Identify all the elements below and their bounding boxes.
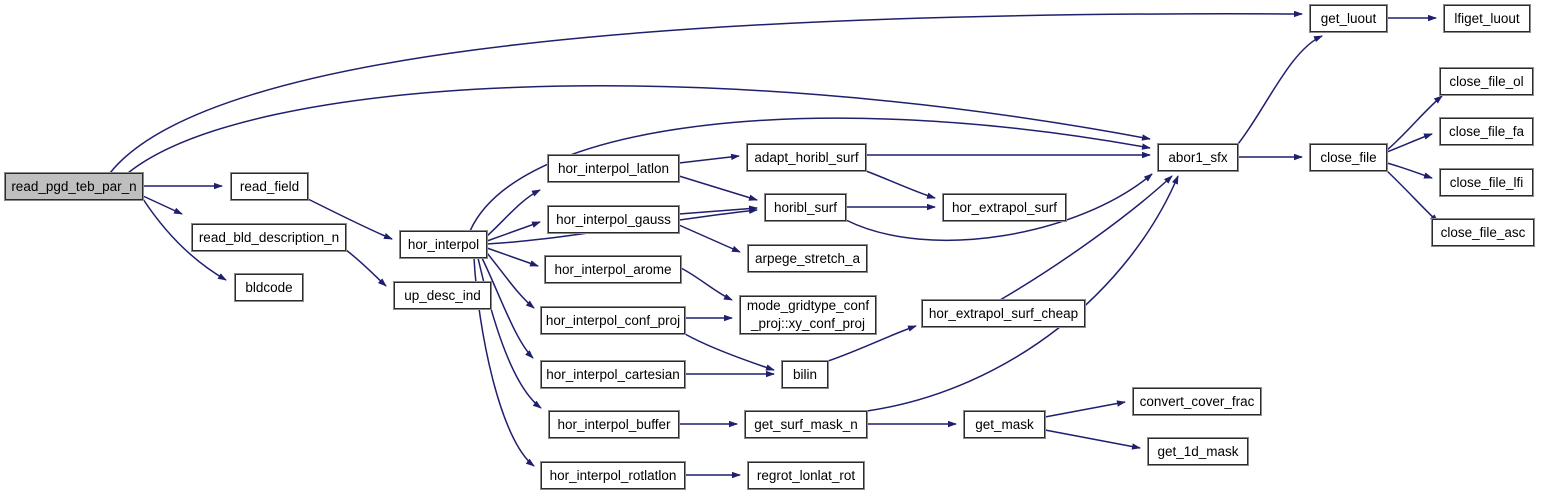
graph-node-hor_interpol_conf_proj[interactable]: hor_interpol_conf_proj xyxy=(540,306,686,335)
edge-read_bld_description_n-to-up_desc_ind xyxy=(345,249,387,287)
edge-close_file-to-close_file_ol xyxy=(1386,95,1443,151)
graph-node-get_mask[interactable]: get_mask xyxy=(963,410,1046,439)
graph-node-regrot_lonlat_rot[interactable]: regrot_lonlat_rot xyxy=(747,461,865,490)
graph-node-abor1_sfx[interactable]: abor1_sfx xyxy=(1157,143,1239,172)
graph-node-mode_gridtype_conf_proj[interactable]: mode_gridtype_conf _proj::xy_conf_proj xyxy=(739,295,877,335)
edge-hor_interpol_arome-to-mode_gridtype_conf_proj xyxy=(680,267,733,301)
edge-hor_interpol_latlon-to-adapt_horibl_surf xyxy=(678,153,740,164)
edge-hor_interpol-to-hor_interpol_conf_proj xyxy=(486,252,535,309)
graph-node-hor_interpol_latlon[interactable]: hor_interpol_latlon xyxy=(547,154,680,183)
edge-read_pgd_teb_par_n-to-bldcode xyxy=(142,198,227,281)
edge-abor1_sfx-to-get_luout xyxy=(1237,35,1323,145)
edge-adapt_horibl_surf-to-hor_extrapol_surf xyxy=(865,170,936,199)
graph-node-get_1d_mask[interactable]: get_1d_mask xyxy=(1147,437,1249,466)
edge-close_file-to-close_file_asc xyxy=(1386,170,1439,223)
edge-hor_interpol_latlon-to-horibl_surf xyxy=(678,175,758,201)
edge-close_file-to-close_file_fa xyxy=(1386,133,1433,153)
edge-bilin-to-hor_extrapol_surf_cheap xyxy=(827,325,917,362)
edge-read_field-to-hor_interpol xyxy=(307,198,393,240)
graph-node-bilin[interactable]: bilin xyxy=(781,360,829,389)
edge-read_pgd_teb_par_n-to-read_bld_description_n xyxy=(142,195,183,215)
graph-node-close_file_fa[interactable]: close_file_fa xyxy=(1439,117,1534,146)
graph-node-hor_interpol_gauss[interactable]: hor_interpol_gauss xyxy=(547,205,680,234)
graph-node-read_pgd_teb_par_n[interactable]: read_pgd_teb_par_n xyxy=(4,172,144,201)
edge-hor_interpol_gauss-to-arpege_stretch_a xyxy=(678,224,741,253)
graph-node-lfiget_luout[interactable]: lfiget_luout xyxy=(1443,4,1531,33)
graph-node-hor_interpol_cartesian[interactable]: hor_interpol_cartesian xyxy=(540,360,686,389)
edge-get_surf_mask_n-to-abor1_sfx xyxy=(866,175,1179,412)
graph-node-arpege_stretch_a[interactable]: arpege_stretch_a xyxy=(747,244,868,273)
graph-node-close_file_asc[interactable]: close_file_asc xyxy=(1431,218,1535,247)
graph-node-adapt_horibl_surf[interactable]: adapt_horibl_surf xyxy=(746,143,867,172)
edge-close_file-to-close_file_lfi xyxy=(1386,162,1433,179)
edge-hor_interpol-to-hor_interpol_arome xyxy=(486,247,539,267)
graph-node-close_file_ol[interactable]: close_file_ol xyxy=(1439,67,1534,96)
edge-hor_interpol-to-hor_interpol_cartesian xyxy=(481,257,534,359)
edge-read_pgd_teb_par_n-to-get_luout xyxy=(109,10,1303,174)
graph-node-hor_extrapol_surf_cheap[interactable]: hor_extrapol_surf_cheap xyxy=(921,299,1086,328)
graph-node-bldcode[interactable]: bldcode xyxy=(234,273,304,302)
edge-read_pgd_teb_par_n-to-abor1_sfx xyxy=(127,85,1151,174)
edge-hor_interpol-to-hor_interpol_gauss xyxy=(486,221,541,242)
graph-node-hor_extrapol_surf[interactable]: hor_extrapol_surf xyxy=(942,193,1067,222)
graph-node-horibl_surf[interactable]: horibl_surf xyxy=(764,193,847,222)
edge-horibl_surf-to-abor1_sfx xyxy=(845,173,1153,241)
graph-node-hor_interpol_rotlatlon[interactable]: hor_interpol_rotlatlon xyxy=(540,461,686,490)
graph-node-close_file[interactable]: close_file xyxy=(1309,143,1388,172)
edge-hor_extrapol_surf_cheap-to-abor1_sfx xyxy=(999,175,1173,301)
edge-hor_interpol_gauss-to-horibl_surf xyxy=(678,205,758,215)
edge-hor_interpol-to-hor_interpol_latlon xyxy=(486,189,541,237)
graph-node-close_file_lfi[interactable]: close_file_lfi xyxy=(1439,168,1534,197)
graph-node-hor_interpol[interactable]: hor_interpol xyxy=(399,230,488,259)
graph-node-read_bld_description_n[interactable]: read_bld_description_n xyxy=(191,223,347,252)
edge-hor_interpol-to-hor_interpol_buffer xyxy=(477,257,542,409)
graph-node-get_surf_mask_n[interactable]: get_surf_mask_n xyxy=(744,410,868,439)
graph-node-get_luout[interactable]: get_luout xyxy=(1309,4,1388,33)
graph-node-convert_cover_frac[interactable]: convert_cover_frac xyxy=(1132,387,1262,416)
edge-get_mask-to-convert_cover_frac xyxy=(1044,400,1126,418)
edge-get_mask-to-get_1d_mask xyxy=(1044,429,1141,450)
graph-node-up_desc_ind[interactable]: up_desc_ind xyxy=(393,281,492,310)
edge-hor_interpol_conf_proj-to-bilin xyxy=(684,333,775,371)
graph-node-read_field[interactable]: read_field xyxy=(230,172,309,201)
graph-node-hor_interpol_buffer[interactable]: hor_interpol_buffer xyxy=(548,410,680,439)
graph-node-hor_interpol_arome[interactable]: hor_interpol_arome xyxy=(544,255,682,284)
edge-hor_interpol-to-abor1_sfx xyxy=(469,117,1151,232)
